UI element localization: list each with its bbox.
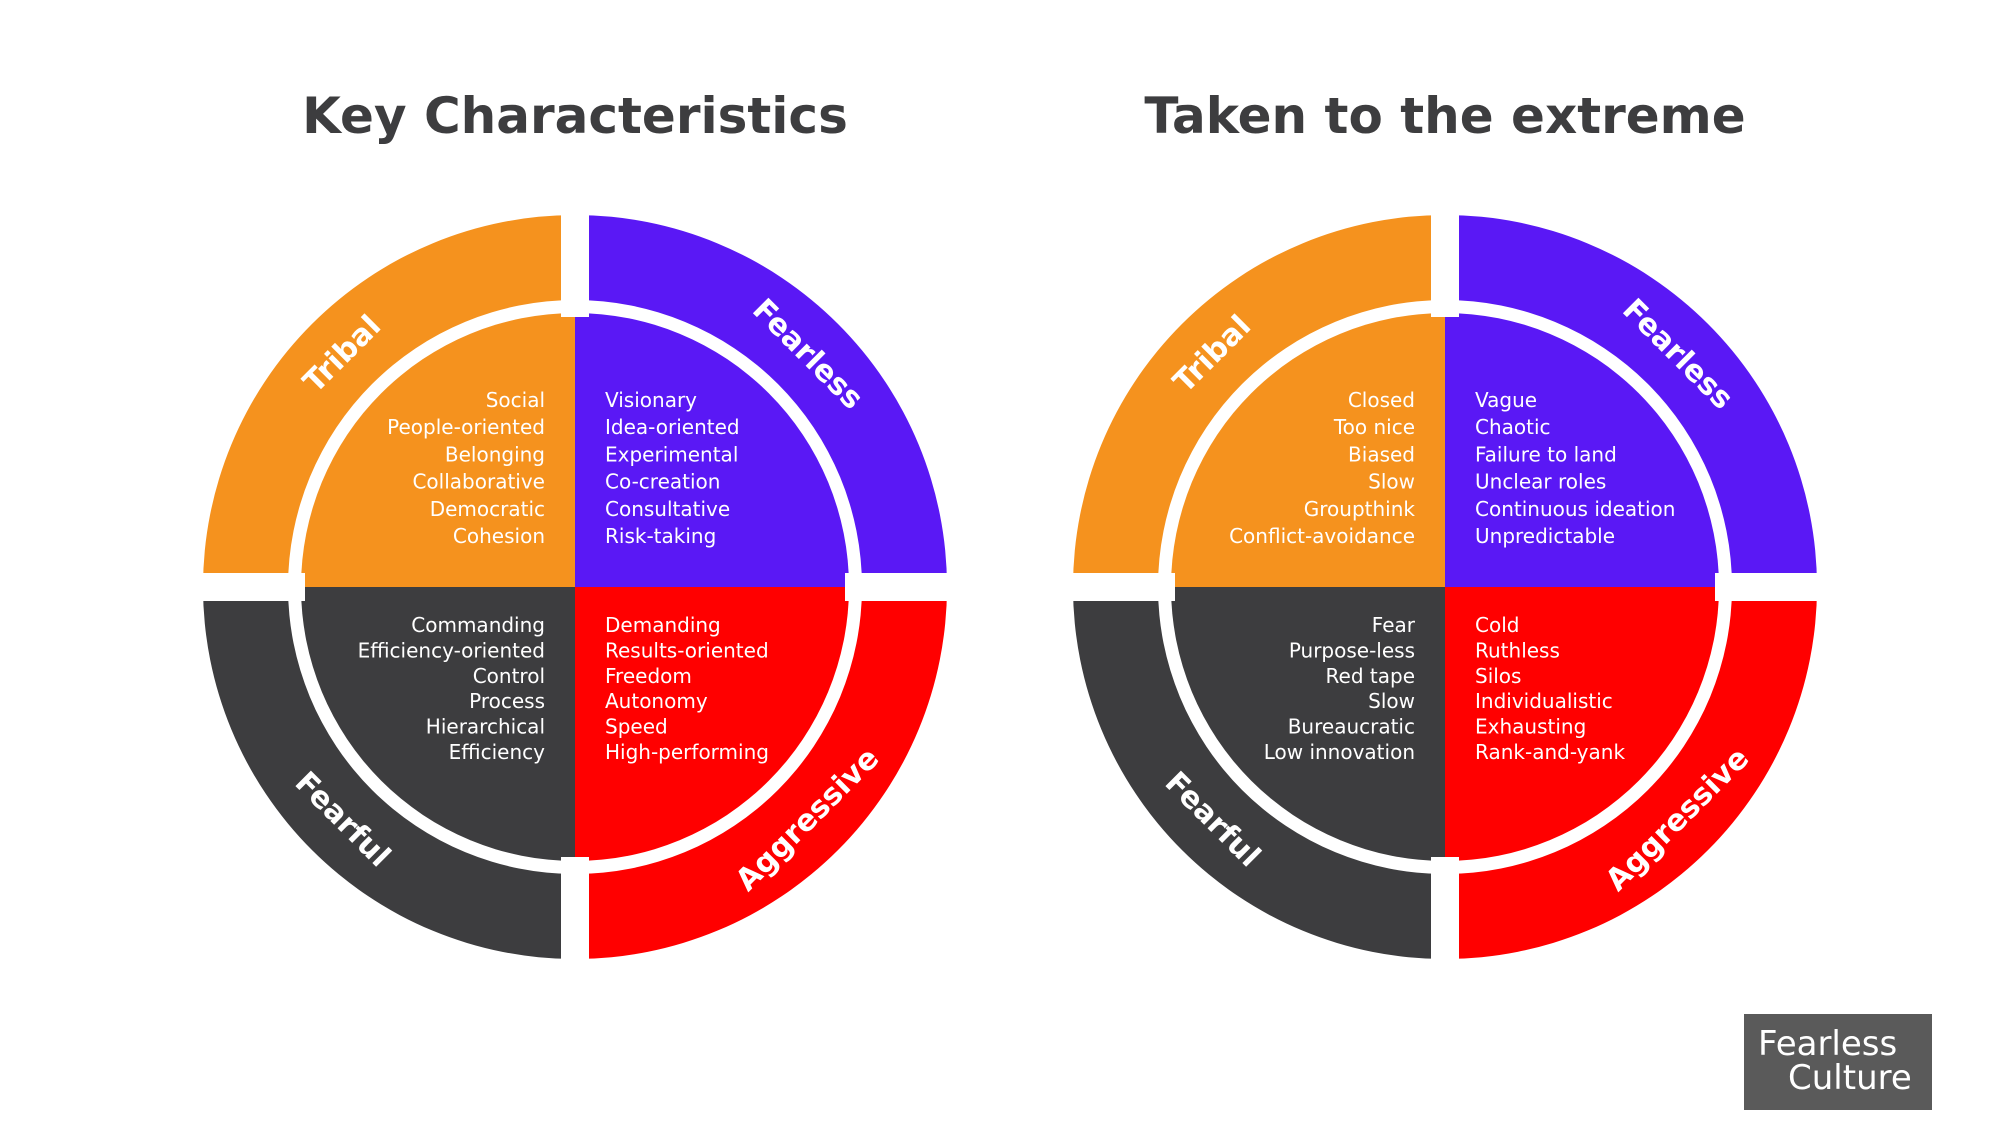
- characteristic-item: Closed: [1348, 388, 1415, 412]
- characteristic-item: Consultative: [605, 497, 730, 521]
- characteristic-item: Slow: [1368, 470, 1415, 494]
- characteristic-item: Low innovation: [1264, 740, 1415, 764]
- inner-wedge-aggressive: [1445, 587, 1719, 861]
- characteristic-item: Experimental: [605, 442, 738, 466]
- characteristic-item: Too nice: [1333, 415, 1415, 439]
- characteristic-item: Cold: [1475, 613, 1519, 637]
- ring-segment-aggressive: [1445, 587, 1817, 959]
- diagram-title: Taken to the extreme: [1144, 87, 1745, 145]
- characteristic-item: Social: [486, 388, 545, 412]
- ring-segment-fearless: [1445, 215, 1817, 587]
- characteristic-item: Hierarchical: [426, 715, 545, 739]
- inner-wedge-tribal: [1171, 313, 1445, 587]
- quadrant-aggressive: AggressiveDemandingResults-orientedFreed…: [575, 587, 947, 959]
- characteristic-item: Red tape: [1326, 664, 1415, 688]
- characteristic-item: Demanding: [605, 613, 721, 637]
- gap-right: [845, 573, 951, 601]
- ring-segment-fearful: [203, 587, 575, 959]
- characteristic-item: Unclear roles: [1475, 470, 1606, 494]
- diagram-title: Key Characteristics: [302, 87, 848, 145]
- logo-line-2: Culture: [1788, 1058, 1912, 1098]
- characteristic-item: Cohesion: [453, 524, 545, 548]
- inner-wedge-fearless: [1445, 313, 1719, 587]
- characteristic-item: Risk-taking: [605, 524, 716, 548]
- gap-left: [199, 573, 305, 601]
- characteristic-item: Continuous ideation: [1475, 497, 1675, 521]
- characteristic-item: Slow: [1368, 689, 1415, 713]
- characteristic-item: Speed: [605, 715, 668, 739]
- characteristic-item: High-performing: [605, 740, 769, 764]
- characteristic-item: Purpose-less: [1289, 638, 1415, 662]
- characteristic-item: Process: [469, 689, 545, 713]
- inner-wedge-tribal: [301, 313, 575, 587]
- quadrant-fearless: FearlessVisionaryIdea-orientedExperiment…: [575, 215, 947, 587]
- quadrant-fearful: FearfulCommandingEfficiency-orientedCont…: [203, 587, 575, 959]
- characteristic-item: Collaborative: [412, 470, 545, 494]
- characteristic-item: Exhausting: [1475, 715, 1586, 739]
- characteristic-item: People-oriented: [387, 415, 545, 439]
- characteristic-item: Results-oriented: [605, 638, 769, 662]
- characteristic-item: Groupthink: [1304, 497, 1416, 521]
- inner-wedge-fearful: [1171, 587, 1445, 861]
- culture-wheel-1: Key CharacteristicsFearlessVisionaryIdea…: [199, 87, 951, 963]
- ring-segment-fearful: [1073, 587, 1445, 959]
- gap-top: [1431, 211, 1459, 317]
- gap-right: [1715, 573, 1821, 601]
- characteristic-item: Commanding: [411, 613, 545, 637]
- ring-segment-fearless: [575, 215, 947, 587]
- characteristic-item: Freedom: [605, 664, 692, 688]
- quadrant-aggressive: AggressiveColdRuthlessSilosIndividualist…: [1445, 587, 1817, 959]
- characteristic-item: Failure to land: [1475, 442, 1617, 466]
- inner-wedge-fearful: [301, 587, 575, 861]
- characteristic-item: Chaotic: [1475, 415, 1551, 439]
- characteristic-item: Democratic: [430, 497, 545, 521]
- logo-line-1: Fearless: [1758, 1024, 1898, 1064]
- characteristic-item: Silos: [1475, 664, 1521, 688]
- characteristic-item: Co-creation: [605, 470, 720, 494]
- characteristic-item: Bureaucratic: [1288, 715, 1415, 739]
- characteristic-item: Control: [473, 664, 545, 688]
- characteristic-item: Conflict-avoidance: [1229, 524, 1415, 548]
- inner-wedge-fearless: [575, 313, 849, 587]
- characteristic-item: Idea-oriented: [605, 415, 740, 439]
- fearless-culture-logo: Fearless Culture: [1744, 1014, 1932, 1110]
- characteristic-item: Rank-and-yank: [1475, 740, 1625, 764]
- characteristic-item: Autonomy: [605, 689, 708, 713]
- inner-wedge-aggressive: [575, 587, 849, 861]
- gap-bottom: [1431, 857, 1459, 963]
- ring-segment-tribal: [1073, 215, 1445, 587]
- characteristic-item: Individualistic: [1475, 689, 1613, 713]
- characteristic-item: Efficiency-oriented: [358, 638, 545, 662]
- culture-wheel-2: Taken to the extremeFearlessVagueChaotic…: [1069, 87, 1821, 963]
- characteristic-item: Vague: [1475, 388, 1537, 412]
- characteristic-item: Efficiency: [449, 740, 546, 764]
- characteristic-item: Unpredictable: [1475, 524, 1615, 548]
- ring-segment-aggressive: [575, 587, 947, 959]
- gap-top: [561, 211, 589, 317]
- ring-segment-tribal: [203, 215, 575, 587]
- gap-bottom: [561, 857, 589, 963]
- characteristic-item: Biased: [1348, 442, 1415, 466]
- characteristic-item: Ruthless: [1475, 638, 1560, 662]
- gap-left: [1069, 573, 1175, 601]
- characteristic-item: Visionary: [605, 388, 697, 412]
- characteristic-item: Belonging: [445, 442, 545, 466]
- characteristic-item: Fear: [1372, 613, 1416, 637]
